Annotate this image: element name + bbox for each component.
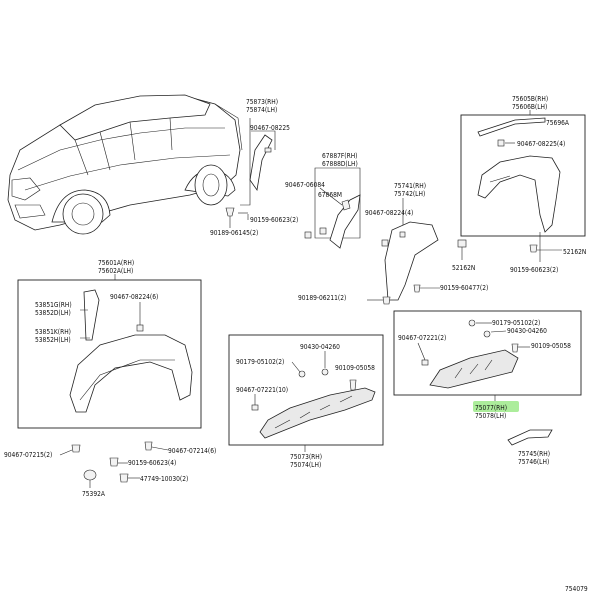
- part-75605B[interactable]: 75605B(RH) 75606B(LH) 75696A 90467-08225…: [452, 95, 586, 274]
- label-75745: 75745(RH): [518, 450, 550, 458]
- label-75874: 75874(LH): [246, 106, 277, 114]
- label-75742: 75742(LH): [394, 190, 425, 198]
- clip-icon: [225, 207, 235, 217]
- label-67868M: 67868M: [318, 191, 342, 199]
- label-53851G: 53851G(RH): [35, 301, 72, 309]
- label-67888D: 67888D(LH): [322, 160, 358, 168]
- label-75606B: 75606B(LH): [512, 103, 547, 111]
- label-90467-08225: 90467-08225: [250, 124, 290, 132]
- label-75746: 75746(LH): [518, 458, 549, 466]
- label-90179-05102-a: 90179-05102(2): [236, 358, 284, 366]
- label-67887F: 67887F(RH): [322, 152, 358, 160]
- label-90467-07215: 90467-07215(2): [4, 451, 52, 459]
- part-75745[interactable]: 75745(RH) 75746(LH): [507, 429, 553, 466]
- part-75873[interactable]: 75873(RH) 75874(LH) 90467-08225 90159-60…: [210, 98, 298, 237]
- part-67887F[interactable]: 67887F(RH) 67888D(LH) 90467-06084 67868M: [285, 152, 361, 249]
- vehicle-illustration: [7, 94, 243, 235]
- label-90430-04260-b: 90430-04260: [507, 327, 547, 335]
- label-75873: 75873(RH): [246, 98, 278, 106]
- label-75605B: 75605B(RH): [512, 95, 548, 103]
- label-90467-08224-6: 90467-08224(6): [110, 293, 158, 301]
- label-75601A: 75601A(RH): [98, 259, 134, 267]
- label-52162N-b: 52162N: [563, 248, 586, 256]
- label-53852H: 53852H(LH): [35, 336, 71, 344]
- clip-icon: [304, 231, 312, 239]
- label-47749: 47749-10030(2): [140, 475, 188, 483]
- part-75077[interactable]: 90179-05102(2) 90430-04260 90467-07221(2…: [393, 310, 582, 420]
- label-90430-04260-a: 90430-04260: [300, 343, 340, 351]
- label-90467-06084: 90467-06084: [285, 181, 325, 189]
- label-75741: 75741(RH): [394, 182, 426, 190]
- label-75078: 75078(LH): [475, 412, 506, 420]
- label-53851K: 53851K(RH): [35, 328, 71, 336]
- label-75392A: 75392A: [82, 490, 106, 498]
- label-90467-08225-4: 90467-08225(4): [517, 140, 565, 148]
- label-90467-07214: 90467-07214(6): [168, 447, 216, 455]
- label-90467-07221-10: 90467-07221(10): [236, 386, 288, 394]
- highlight-marker: [473, 401, 519, 412]
- label-90159-60477: 90159-60477(2): [440, 284, 488, 292]
- clip-icon: [83, 469, 97, 481]
- part-75601A[interactable]: 75601A(RH) 75602A(LH) 90467-08224(6) 538…: [4, 259, 216, 498]
- label-90109-05058-a: 90109-05058: [335, 364, 375, 372]
- label-75074: 75074(LH): [290, 461, 321, 469]
- label-52162N-a: 52162N: [452, 264, 475, 272]
- label-90189-06211: 90189-06211(2): [298, 294, 346, 302]
- label-90467-08224-4: 90467-08224(4): [365, 209, 413, 217]
- label-90189-06145: 90189-06145(2): [210, 229, 258, 237]
- diagram-id: 754079: [565, 585, 588, 593]
- label-90159-60623-a: 90159-60623(2): [250, 216, 298, 224]
- label-90179-05102-b: 90179-05102(2): [492, 319, 540, 327]
- label-90467-07221-2: 90467-07221(2): [398, 334, 446, 342]
- label-75073: 75073(RH): [290, 453, 322, 461]
- label-90109-05058-b: 90109-05058: [531, 342, 571, 350]
- label-75696A: 75696A: [546, 119, 570, 127]
- label-75602A: 75602A(LH): [98, 267, 133, 275]
- label-75077[interactable]: 75077(RH): [475, 404, 507, 412]
- label-53852D: 53852D(LH): [35, 309, 71, 317]
- label-90159-60623-2b: 90159-60623(2): [510, 266, 558, 274]
- part-75073[interactable]: 90430-04260 90179-05102(2) 90109-05058 9…: [228, 334, 384, 469]
- part-75741[interactable]: 75741(RH) 75742(LH) 90467-08224(4) 90189…: [298, 182, 488, 305]
- label-90159-60623-4: 90159-60623(4): [128, 459, 176, 467]
